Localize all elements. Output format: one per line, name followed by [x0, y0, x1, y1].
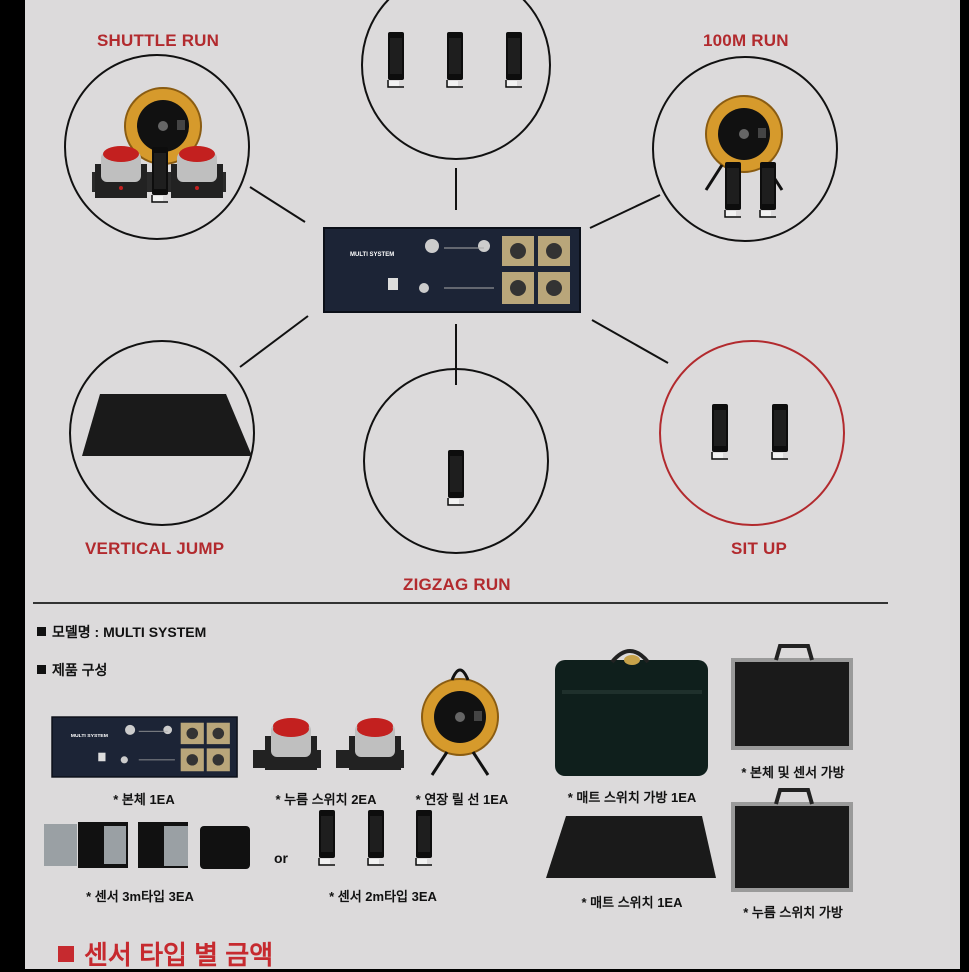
or-separator: or	[274, 850, 288, 866]
label-zigzag-run: ZIGZAG RUN	[403, 575, 511, 594]
vertical-jump-circle	[69, 340, 255, 526]
hundred-m-run-illustration	[704, 95, 784, 218]
component-push-switch-bag-image	[731, 788, 853, 892]
shuttle-run-illustration	[92, 87, 226, 203]
component-reel-image	[421, 668, 499, 776]
connector-line	[589, 194, 661, 229]
caption-push-switch-bag: * 누름 스위치 가방	[743, 905, 843, 920]
model-name: 모델명 : MULTI SYSTEM	[37, 622, 206, 642]
caption-body: * 본체 1EA	[113, 792, 175, 807]
connector-line	[249, 186, 306, 223]
sit-up-sensors	[711, 403, 789, 460]
hundred-m-run-circle	[652, 56, 838, 242]
caption-sensor-3m: * 센서 3m타입 3EA	[86, 889, 194, 904]
caption-mat-switch: * 매트 스위치 1EA	[581, 895, 683, 910]
label-sit-up: SIT UP	[731, 539, 787, 558]
shuttle-run-circle	[64, 54, 250, 240]
component-push-switch-image	[253, 718, 404, 770]
zigzag-run-circle	[363, 368, 549, 554]
caption-sensor-2m: * 센서 2m타입 3EA	[329, 889, 437, 904]
component-body-image: MULTI SYSTEM	[51, 716, 238, 778]
components-heading: 제품 구성	[37, 660, 107, 680]
connector-line	[239, 315, 309, 368]
section-divider	[33, 602, 888, 604]
component-sensor-3m-image	[44, 822, 250, 869]
caption-mat-switch-bag: * 매트 스위치 가방 1EA	[567, 790, 697, 805]
caption-extension-reel: * 연장 릴 선 1EA	[415, 792, 509, 807]
sit-up-circle	[659, 340, 845, 526]
label-shuttle-run: SHUTTLE RUN	[97, 31, 220, 50]
multi-system-device: MULTI SYSTEM	[323, 227, 581, 313]
component-body-sensor-bag-image	[731, 644, 853, 750]
jump-mat	[82, 394, 252, 456]
component-mat-switch-image	[546, 816, 716, 878]
device-label: MULTI SYSTEM	[350, 252, 394, 258]
zigzag-sensor	[447, 449, 465, 506]
caption-push-switch: * 누름 스위치 2EA	[275, 792, 377, 807]
label-100m-run: 100M RUN	[703, 31, 789, 50]
caption-body-sensor-bag: * 본체 및 센서 가방	[741, 765, 845, 780]
top-sensor-circle	[361, 0, 551, 160]
label-vertical-jump: VERTICAL JUMP	[85, 539, 225, 558]
component-mat-bag-image	[555, 649, 708, 776]
component-sensor-2m-image	[318, 809, 433, 866]
svg-text:MULTI SYSTEM: MULTI SYSTEM	[71, 733, 108, 739]
price-heading: 센서 타입 별 금액	[58, 935, 273, 972]
connector-line	[591, 319, 669, 364]
top-sensors-illustration	[387, 31, 523, 88]
